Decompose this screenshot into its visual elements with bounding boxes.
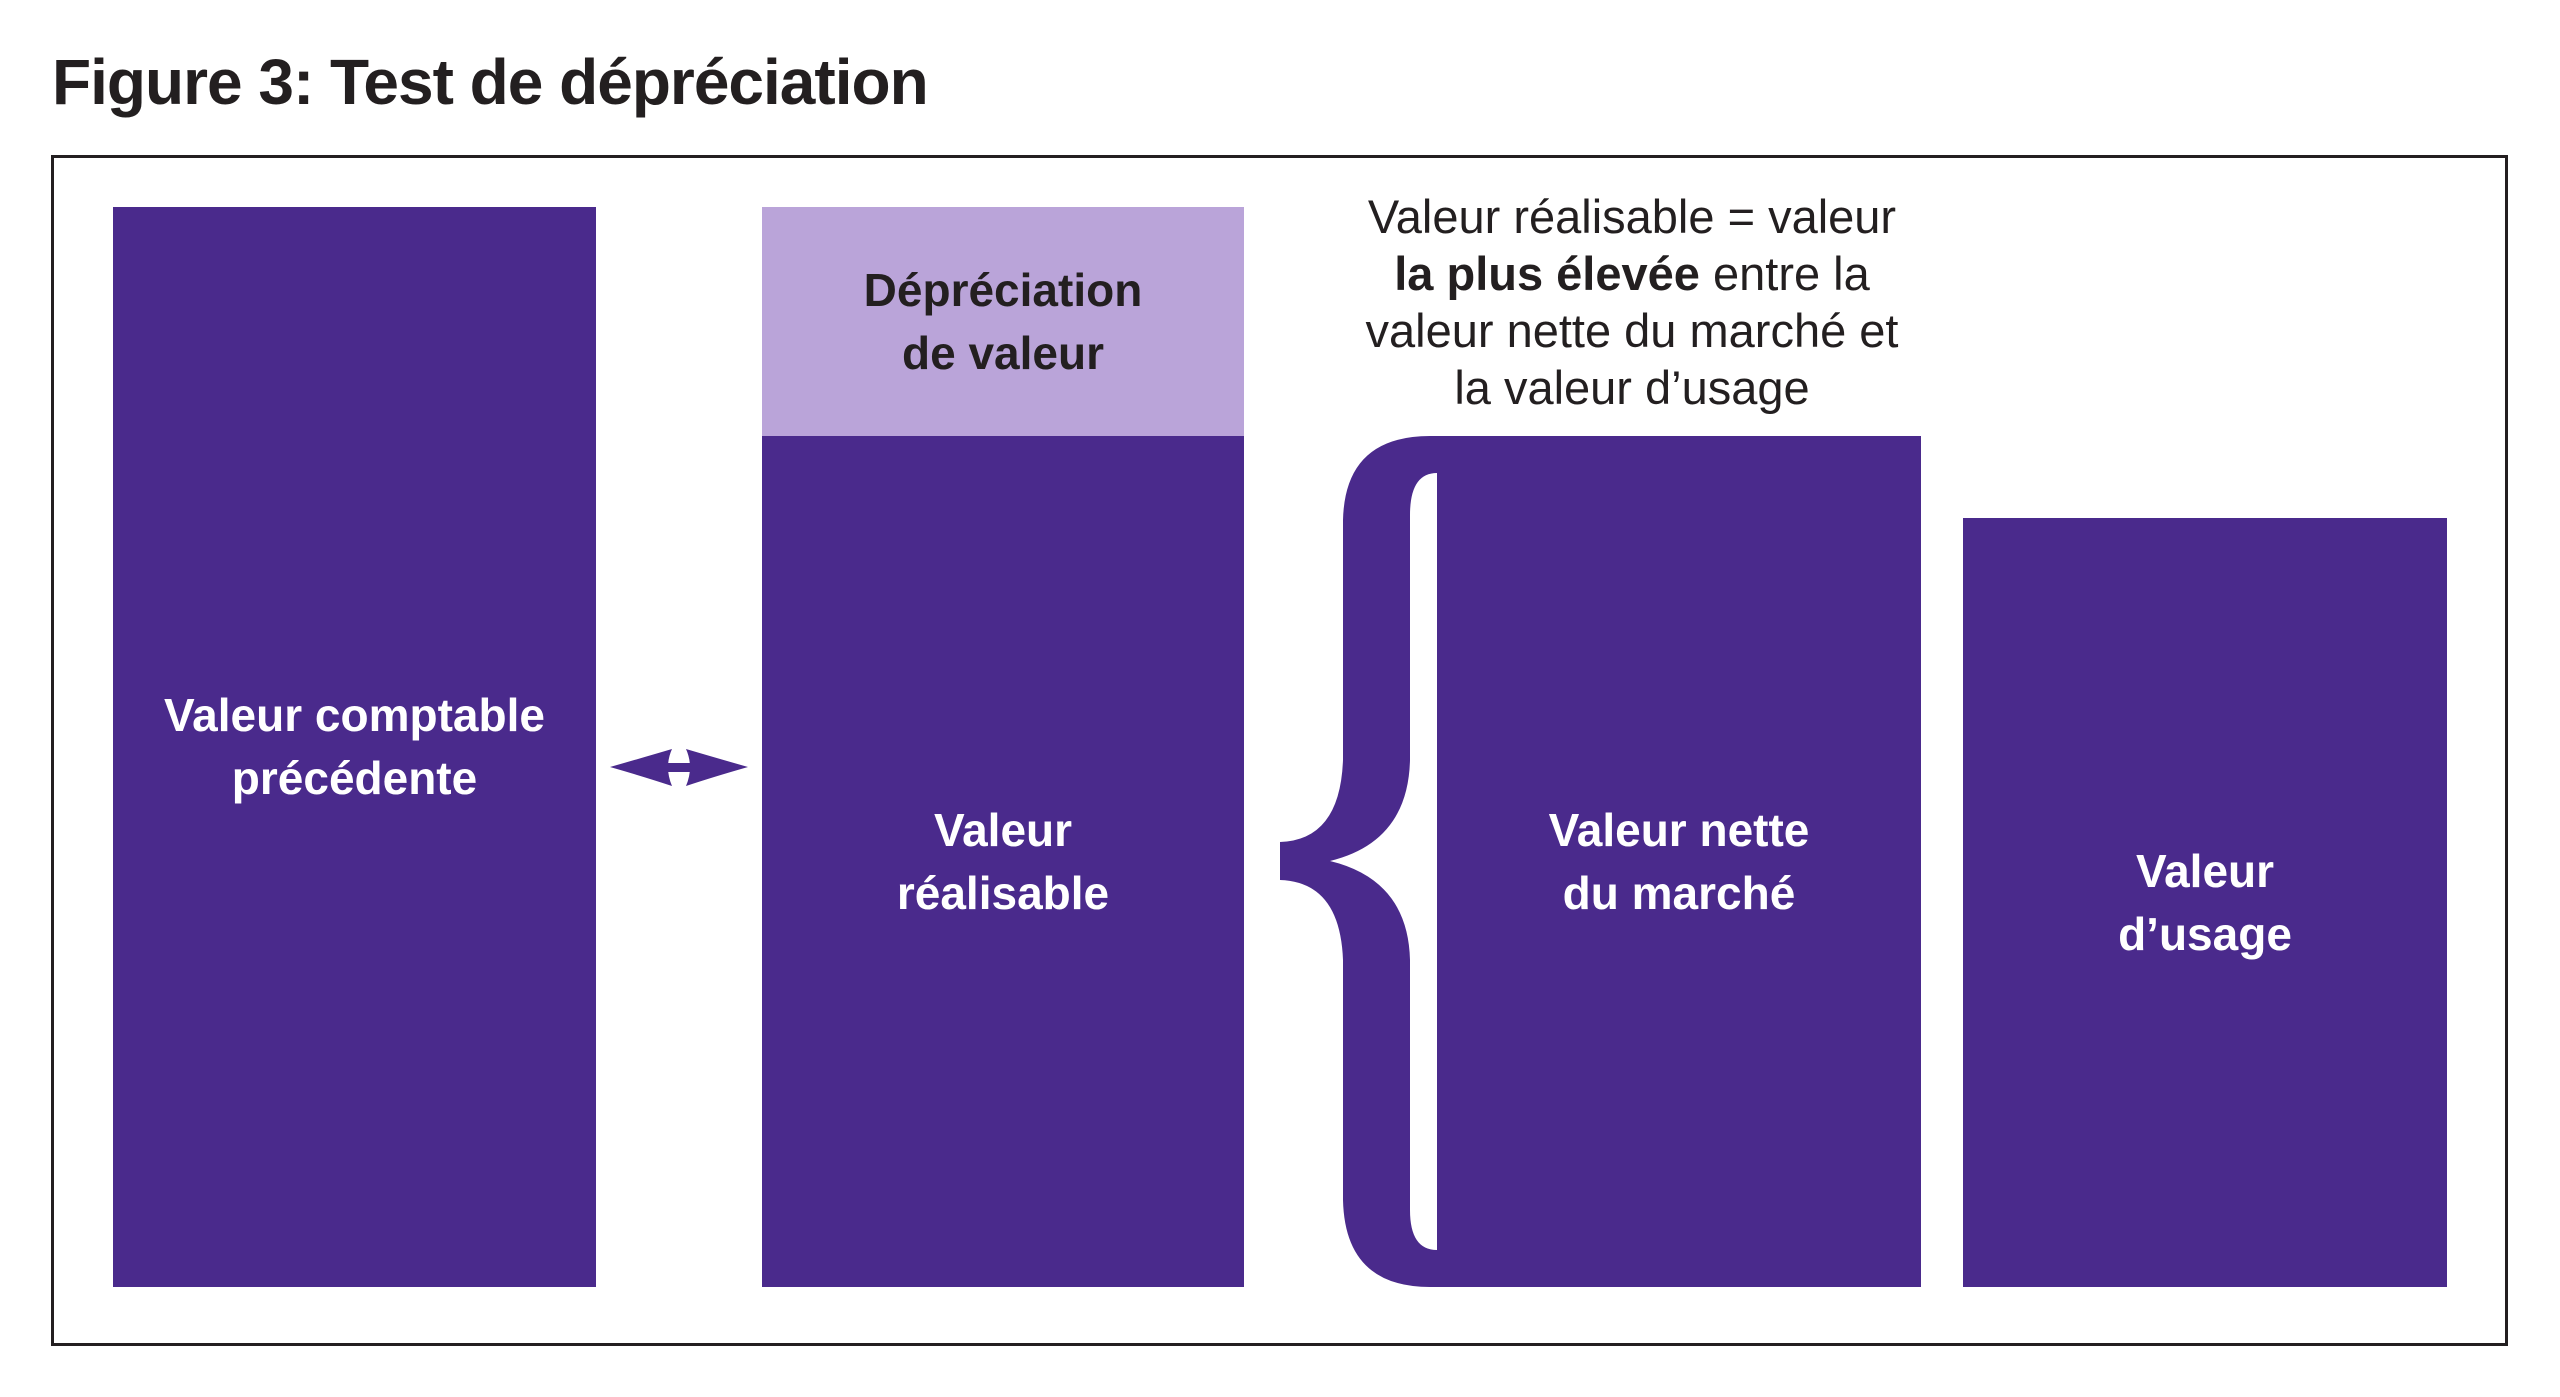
box-label-line: Valeur nette	[1548, 803, 1810, 856]
box-label-line: réalisable	[896, 866, 1110, 919]
box-impairment: Dépréciation de valeur	[762, 207, 1244, 436]
box-label-line: de valeur	[902, 326, 1104, 379]
diagram-frame	[51, 155, 2508, 1346]
annotation-line-2-rest: entre la	[1699, 247, 1870, 300]
annotation-line-3: valeur nette du marché et	[1365, 304, 1899, 357]
annotation-line-4: la valeur d’usage	[1454, 361, 1810, 414]
box-label-line: Valeur comptable	[164, 689, 545, 741]
box-label-line: du marché	[1562, 866, 1796, 919]
annotation-line-1: Valeur réalisable = valeur	[1367, 190, 1897, 243]
box-recoverable-amount: Valeur réalisable	[762, 436, 1244, 1287]
box-label-line: Valeur	[2135, 844, 2275, 897]
figure-title: Figure 3: Test de dépréciation	[52, 46, 929, 118]
annotation-emphasis: la plus élevée	[1394, 247, 1700, 300]
box-value-in-use: Valeur d’usage	[1963, 518, 2447, 1287]
recoverable-amount-definition: Valeur réalisable = valeur la plus élevé…	[1322, 188, 1942, 416]
annotation-line-2: la plus élevée entre la	[1322, 245, 1942, 302]
box-previous-carrying-amount: Valeur comptable précédente	[113, 207, 596, 1287]
box-label-line: Dépréciation	[863, 263, 1143, 316]
box-label-line: précédente	[231, 752, 478, 804]
box-label-line: Valeur	[933, 803, 1073, 856]
box-net-market-value: Valeur nette du marché	[1437, 436, 1921, 1287]
box-label-line: d’usage	[2118, 907, 2292, 960]
